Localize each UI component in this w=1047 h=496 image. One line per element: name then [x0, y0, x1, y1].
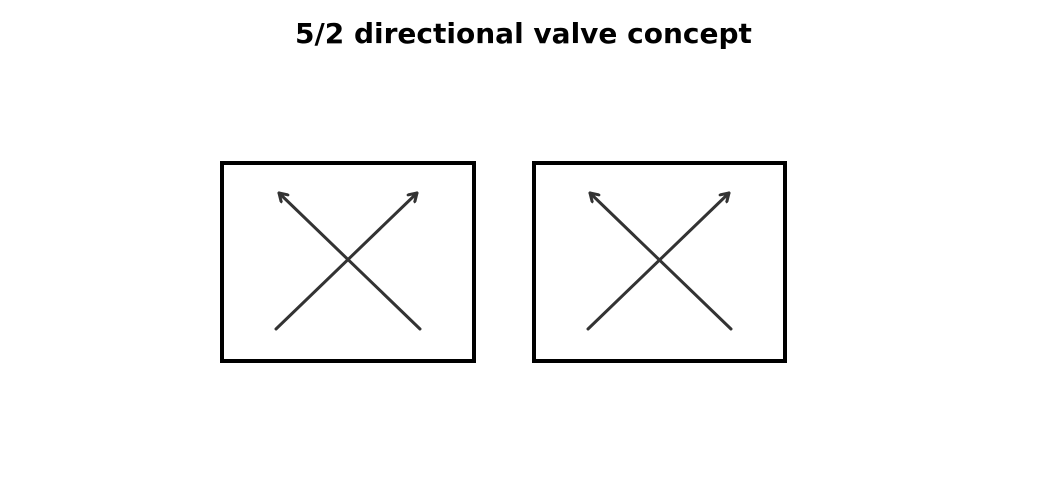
- arrow-up-left-icon: [588, 191, 733, 331]
- valve-position-2: [532, 161, 787, 363]
- valve-position-2-box: [532, 161, 787, 363]
- diagram-title: 5/2 directional valve concept: [295, 17, 752, 50]
- arrow-up-right-icon: [274, 191, 419, 331]
- arrow-up-left-icon: [277, 191, 422, 331]
- valve-position-1-box: [220, 161, 476, 363]
- valve-position-1: [220, 161, 476, 363]
